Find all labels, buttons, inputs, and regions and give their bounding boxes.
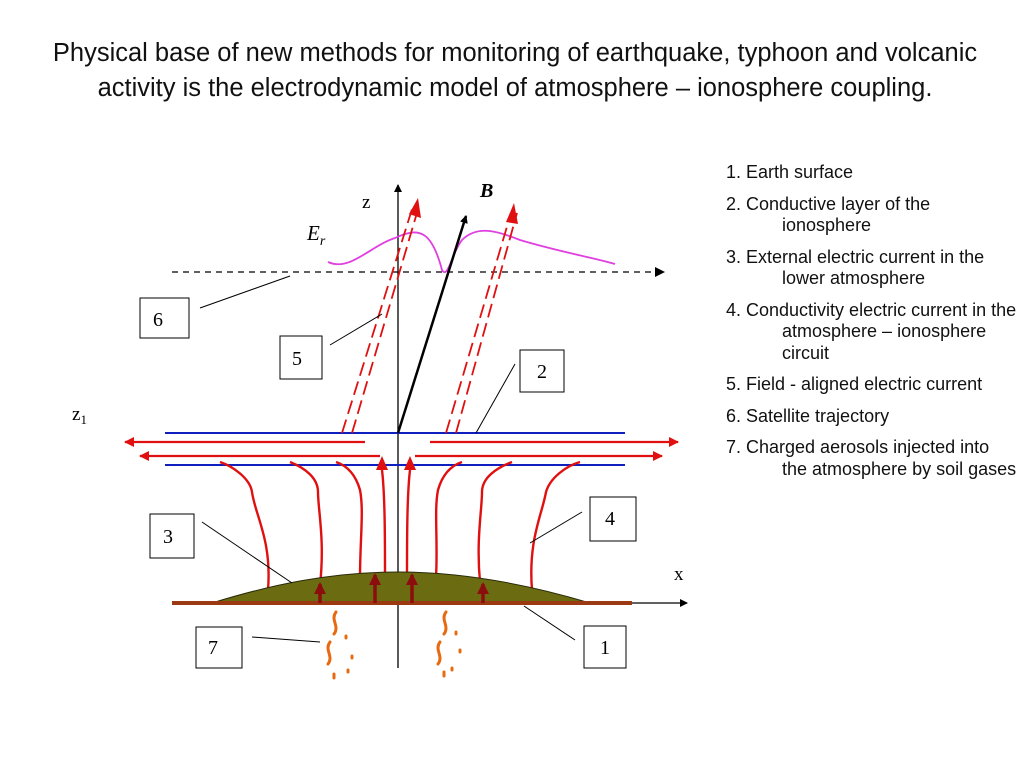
callout-box-4 (589, 496, 637, 542)
conduction-current-line (219, 460, 270, 591)
callout-leader-7 (251, 636, 321, 643)
er-field-label: Er (306, 221, 326, 249)
callout-label-3: 3 (163, 526, 173, 548)
coupling-diagram: 6 5 2 3 4 7 1 z x z1 B Er (72, 180, 688, 680)
callout-leader-5 (329, 313, 383, 346)
slide-title: Physical base of new methods for monitor… (52, 39, 978, 102)
conduction-current-line (530, 460, 581, 591)
callout-leader-2 (475, 363, 516, 434)
x-axis-label: x (674, 564, 684, 585)
z1-label: z1 (72, 404, 87, 427)
conduction-current-arrowhead (376, 456, 388, 470)
callout-leader-1 (523, 605, 576, 641)
legend-item-2: 2. Conductive layer of the ionosphere (726, 193, 931, 236)
callout-label-6: 6 (153, 309, 163, 331)
conduction-current-line (335, 460, 363, 579)
field-aligned-current-right (445, 212, 518, 434)
legend-item-1: 1. Earth surface (726, 162, 854, 182)
legend-item-4: 4. Conductivity electric current in the … (726, 299, 1017, 363)
conduction-current-line (289, 460, 323, 586)
charged-aerosols-right (436, 610, 462, 678)
satellite-trajectory-arrowhead (655, 267, 665, 277)
er-field-curve (327, 229, 616, 273)
callout-box-5 (279, 335, 323, 380)
callout-box-2 (519, 349, 565, 393)
callout-leader-3 (201, 521, 293, 584)
callout-label-4: 4 (605, 508, 615, 530)
field-aligned-current-left-arrowhead (409, 198, 421, 218)
callout-label-2: 2 (537, 361, 547, 383)
field-aligned-current-right-arrowhead (506, 203, 518, 224)
conduction-current-line (380, 469, 387, 579)
magnetic-field-vector (396, 215, 468, 434)
legend-item-6: 6. Satellite trajectory (726, 405, 890, 426)
b-field-label: B (479, 180, 493, 202)
legend-item-3: 3. External electric current in the lowe… (726, 246, 985, 289)
callout-label-7: 7 (208, 637, 218, 659)
callout-label-5: 5 (292, 348, 302, 370)
callout-label-1: 1 (600, 637, 610, 659)
callout-leader-4 (529, 511, 583, 544)
callout-leader-6 (199, 275, 291, 309)
legend-item-5: 5. Field - aligned electric current (726, 374, 983, 394)
conduction-current-line (434, 460, 463, 579)
legend-item-7: 7. Charged aerosols injected into the at… (726, 437, 1017, 479)
conduction-current-line (405, 469, 412, 579)
charged-aerosols-left (326, 610, 354, 680)
callout-box-3 (149, 513, 195, 559)
z-axis-label: z (362, 192, 370, 213)
earth-mound (211, 571, 591, 604)
conduction-current-arrowhead (404, 456, 416, 470)
callout-box-7 (195, 626, 243, 669)
legend-list: 1. Earth surface 2. Conductive layer of … (726, 162, 1018, 490)
conduction-current-line (477, 460, 513, 583)
callout-box-1 (583, 625, 627, 669)
callout-box-6 (139, 297, 190, 339)
